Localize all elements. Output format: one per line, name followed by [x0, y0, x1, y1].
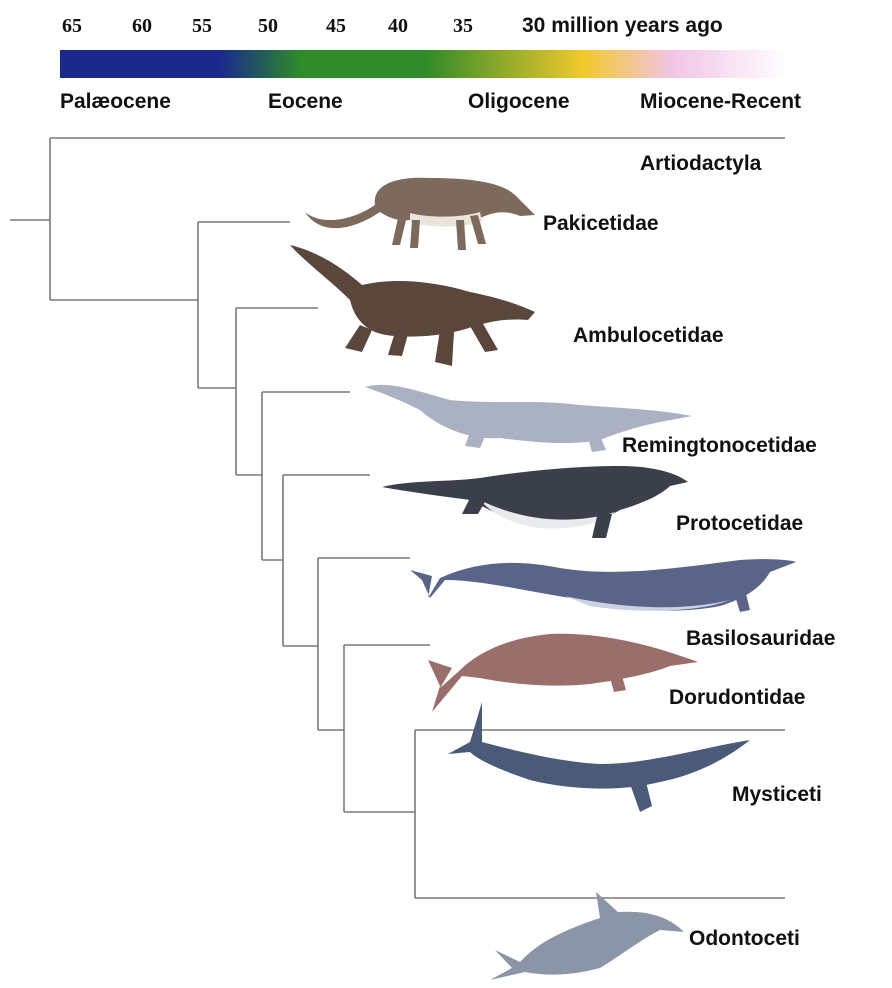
epoch-label: Oligocene [468, 90, 570, 113]
epoch-label: Palæocene [60, 90, 171, 113]
taxon-label-ambulocetidae: Ambulocetidae [573, 324, 724, 347]
dorudon-body [428, 634, 698, 712]
tick-label: 65 [62, 15, 82, 37]
phylogenetic-tree [10, 138, 785, 898]
taxon-label-odontoceti: Odontoceti [689, 927, 800, 950]
tick-label: 60 [132, 15, 152, 37]
protocetus-illustration [382, 466, 688, 538]
taxon-label-artiodactyla: Artiodactyla [640, 152, 762, 175]
tick-label: 50 [258, 15, 278, 37]
dolphin-illustration [490, 892, 684, 980]
basilosaurus-flipper [735, 594, 750, 612]
epoch-label: Miocene-Recent [640, 90, 801, 113]
ambulocetus-body [290, 245, 535, 337]
dolphin-body [490, 892, 684, 980]
tick-label: 40 [388, 15, 408, 37]
epoch-label: Eocene [268, 90, 343, 113]
pakicetus-illustration [305, 178, 535, 250]
taxon-label-mysticeti: Mysticeti [732, 783, 822, 806]
tick-label: 55 [192, 15, 212, 37]
taxon-label-dorudontidae: Dorudontidae [669, 686, 806, 709]
tick-label: 45 [326, 15, 346, 37]
dorudon-illustration [428, 634, 698, 712]
timescale: 65 60 55 50 45 40 35 30 million years ag… [60, 14, 801, 113]
tick-label: 35 [453, 15, 473, 37]
taxon-label-remingtonocetidae: Remingtonocetidae [622, 434, 817, 457]
taxon-label-protocetidae: Protocetidae [676, 512, 803, 535]
baleen-whale-illustration [448, 702, 750, 812]
basilosaurus-illustration [410, 559, 796, 612]
taxon-label-basilosauridae: Basilosauridae [686, 627, 835, 650]
geologic-time-bar [60, 50, 788, 78]
mysticete-flipper [630, 782, 652, 812]
tick-label-last: 30 million years ago [522, 14, 723, 37]
mysticete-body [448, 702, 750, 789]
ambulocetus-illustration [290, 245, 535, 366]
taxon-labels: Artiodactyla Pakicetidae Ambulocetidae R… [543, 152, 835, 950]
protocetus-body [382, 466, 688, 526]
taxon-label-pakicetidae: Pakicetidae [543, 212, 659, 235]
